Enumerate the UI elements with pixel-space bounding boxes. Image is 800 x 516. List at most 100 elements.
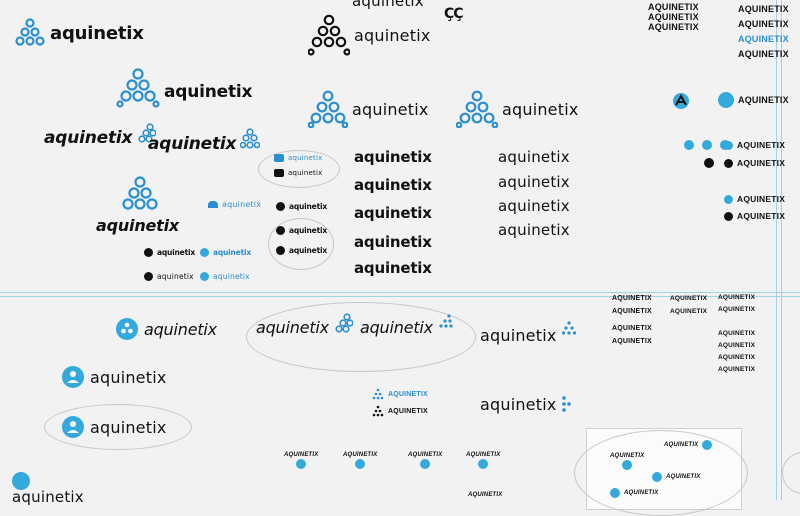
a-mark-icon bbox=[622, 460, 633, 470]
logo-small-blue[interactable]: aquinetix bbox=[274, 154, 323, 162]
caps-grid-left: AQUINETIX AQUINETIX AQUINETIX AQUINETIX bbox=[612, 295, 652, 345]
wordmark: aquinetix bbox=[502, 99, 579, 119]
logo-circle-a-blue[interactable]: aquinetix bbox=[116, 318, 217, 340]
wave-icon bbox=[704, 158, 714, 168]
guide-line-vertical bbox=[781, 0, 782, 500]
logo-stacked-bottom[interactable]: aquinetix bbox=[12, 472, 84, 506]
a-mark-icon bbox=[116, 318, 138, 340]
logo-pyramid-stacked[interactable]: aquinetix bbox=[96, 176, 179, 235]
pyramid-dots-icon bbox=[372, 388, 384, 400]
wordmark-top: aquinetix bbox=[352, 0, 424, 10]
a-mark-icon bbox=[276, 246, 285, 255]
pyramid-dots-icon bbox=[439, 313, 453, 328]
logo-italic-dots-2[interactable]: aquinetix bbox=[360, 313, 453, 337]
wordmark-bold-4: aquinetix bbox=[354, 233, 432, 251]
a-mark-icon bbox=[652, 472, 662, 482]
arch-icon bbox=[724, 194, 733, 204]
caps-label-bottom: AQUINETIX bbox=[468, 492, 503, 498]
logo-caps-pyramid-black[interactable]: AQUINETIX bbox=[372, 405, 428, 417]
logo-caps-arch-blue[interactable]: AQUINETIX bbox=[724, 194, 785, 204]
pyramid-dots-icon bbox=[561, 320, 576, 335]
person-icon bbox=[62, 416, 84, 438]
a-mark-icon bbox=[276, 202, 285, 211]
wordmark-bold-2: aquinetix bbox=[354, 176, 432, 194]
stack-icon bbox=[274, 169, 284, 177]
logo-dots-vertical[interactable]: aquinetix bbox=[480, 394, 571, 414]
logo-a-black-small[interactable]: aquinetix bbox=[276, 202, 327, 211]
logo-icon-blue-tiny-2[interactable]: aquinetix bbox=[200, 272, 250, 281]
a-mark-icon bbox=[724, 158, 733, 168]
wordmark-bold-3: aquinetix bbox=[354, 204, 432, 222]
logo-rings-blue[interactable]: aquinetix bbox=[14, 18, 144, 48]
logo-pyramid-blue-medium[interactable]: aquinetix bbox=[308, 90, 429, 128]
caps-icon-4[interactable]: AQUINETIX bbox=[466, 452, 500, 469]
logo-icon-black-tiny[interactable]: aquinetix bbox=[144, 248, 195, 257]
a-mark-icon bbox=[144, 248, 153, 257]
wordmark-bold-5: aquinetix bbox=[354, 259, 432, 277]
logo-italic-rings[interactable]: aquinetix bbox=[256, 312, 353, 337]
logo-caps-pyramid-blue[interactable]: AQUINETIX bbox=[372, 388, 428, 400]
ellipse-frame bbox=[782, 452, 800, 494]
logo-icon-black-tiny-2[interactable]: aquinetix bbox=[144, 272, 194, 281]
caps-icon-1[interactable]: AQUINETIX bbox=[284, 452, 318, 469]
a-mark-icon bbox=[610, 488, 620, 498]
logo-icon-blue-tiny[interactable]: aquinetix bbox=[200, 248, 251, 257]
guide-line-vertical bbox=[776, 0, 777, 500]
a-mark-icon bbox=[144, 272, 153, 281]
logo-caps-black-icon[interactable]: AQUINETIX bbox=[724, 158, 785, 168]
a-mark-icon bbox=[702, 440, 713, 450]
a-mark-icon bbox=[200, 248, 209, 257]
pyramid-dots-icon bbox=[372, 405, 384, 417]
logo-dots-pyramid[interactable]: aquinetix bbox=[480, 316, 577, 345]
logo-small-ellipse-2[interactable]: aquinetix bbox=[276, 246, 327, 255]
caps-stack-1: AQUINETIX AQUINETIX AQUINETIX bbox=[648, 2, 699, 32]
stack-icon bbox=[274, 154, 284, 162]
caps-icon-board-3[interactable]: AQUINETIX bbox=[652, 472, 700, 482]
caps-icon-board-4[interactable]: AQUINETIX bbox=[610, 488, 658, 498]
pyramid-dots-icon bbox=[138, 123, 157, 143]
arch-icon bbox=[724, 211, 733, 221]
circle-icon bbox=[718, 92, 734, 108]
a-mark-icon bbox=[420, 459, 430, 469]
logo-person-icon[interactable]: aquinetix bbox=[62, 366, 167, 388]
a-mark-icon bbox=[724, 140, 733, 150]
a-mark-icon bbox=[276, 226, 285, 235]
wordmark-light-1: aquinetix bbox=[498, 148, 570, 166]
guide-line-horizontal bbox=[0, 292, 800, 293]
a-mark-icon bbox=[355, 459, 365, 469]
logo-wave-blue-small[interactable]: aquinetix bbox=[208, 200, 261, 209]
pyramid-rings-icon bbox=[456, 90, 498, 128]
logo-caps-arch-black[interactable]: AQUINETIX bbox=[724, 211, 785, 221]
logo-pyramid-blue-medium-2[interactable]: aquinetix bbox=[456, 90, 579, 128]
logo-small-ellipse-1[interactable]: aquinetix bbox=[276, 226, 327, 235]
wordmark-bold-1: aquinetix bbox=[354, 148, 432, 166]
pyramid-rings-icon bbox=[335, 312, 353, 333]
caps-grid-right: AQUINETIX AQUINETIX AQUINETIX AQUINETIX … bbox=[718, 294, 756, 373]
arch-icon bbox=[702, 140, 712, 150]
logo-person-icon-ellipse[interactable]: aquinetix bbox=[62, 416, 167, 438]
wave-icon bbox=[208, 201, 218, 208]
logo-italic-pyramid[interactable]: aquinetix bbox=[148, 124, 261, 154]
logo-circle-caps[interactable]: AQUINETIX bbox=[718, 92, 789, 108]
circle-icon bbox=[684, 140, 694, 150]
logo-italic-dots[interactable]: aquinetix bbox=[44, 123, 157, 148]
logo-small-black[interactable]: aquinetix bbox=[274, 169, 323, 177]
pyramid-rings-icon bbox=[308, 14, 350, 56]
pyramid-rings-icon bbox=[15, 18, 45, 46]
a-mark-icon bbox=[12, 472, 30, 490]
wordmark-light-3: aquinetix bbox=[498, 197, 570, 215]
pyramid-rings-icon bbox=[308, 90, 348, 128]
wordmark-light-4: aquinetix bbox=[498, 221, 570, 239]
caps-icon-2[interactable]: AQUINETIX bbox=[343, 452, 377, 469]
caps-icon-board-2[interactable]: AQUINETIX bbox=[664, 440, 713, 450]
a-mark-icon bbox=[478, 459, 488, 469]
caps-icon-board-1[interactable]: AQUINETIX bbox=[610, 453, 644, 470]
wordmark-light-2: aquinetix bbox=[498, 173, 570, 191]
caps-stack-2: AQUINETIX AQUINETIX AQUINETIX AQUINETIX bbox=[738, 4, 789, 59]
a-mark-icon bbox=[296, 459, 306, 469]
logo-rings-black[interactable]: aquinetix bbox=[308, 14, 431, 56]
logo-caps-blue-icon[interactable]: AQUINETIX bbox=[724, 140, 785, 150]
caps-icon-3[interactable]: AQUINETIX bbox=[408, 452, 442, 469]
logo-pyramid-blue-large[interactable]: aquinetix bbox=[116, 68, 253, 108]
person-icon bbox=[62, 366, 84, 388]
